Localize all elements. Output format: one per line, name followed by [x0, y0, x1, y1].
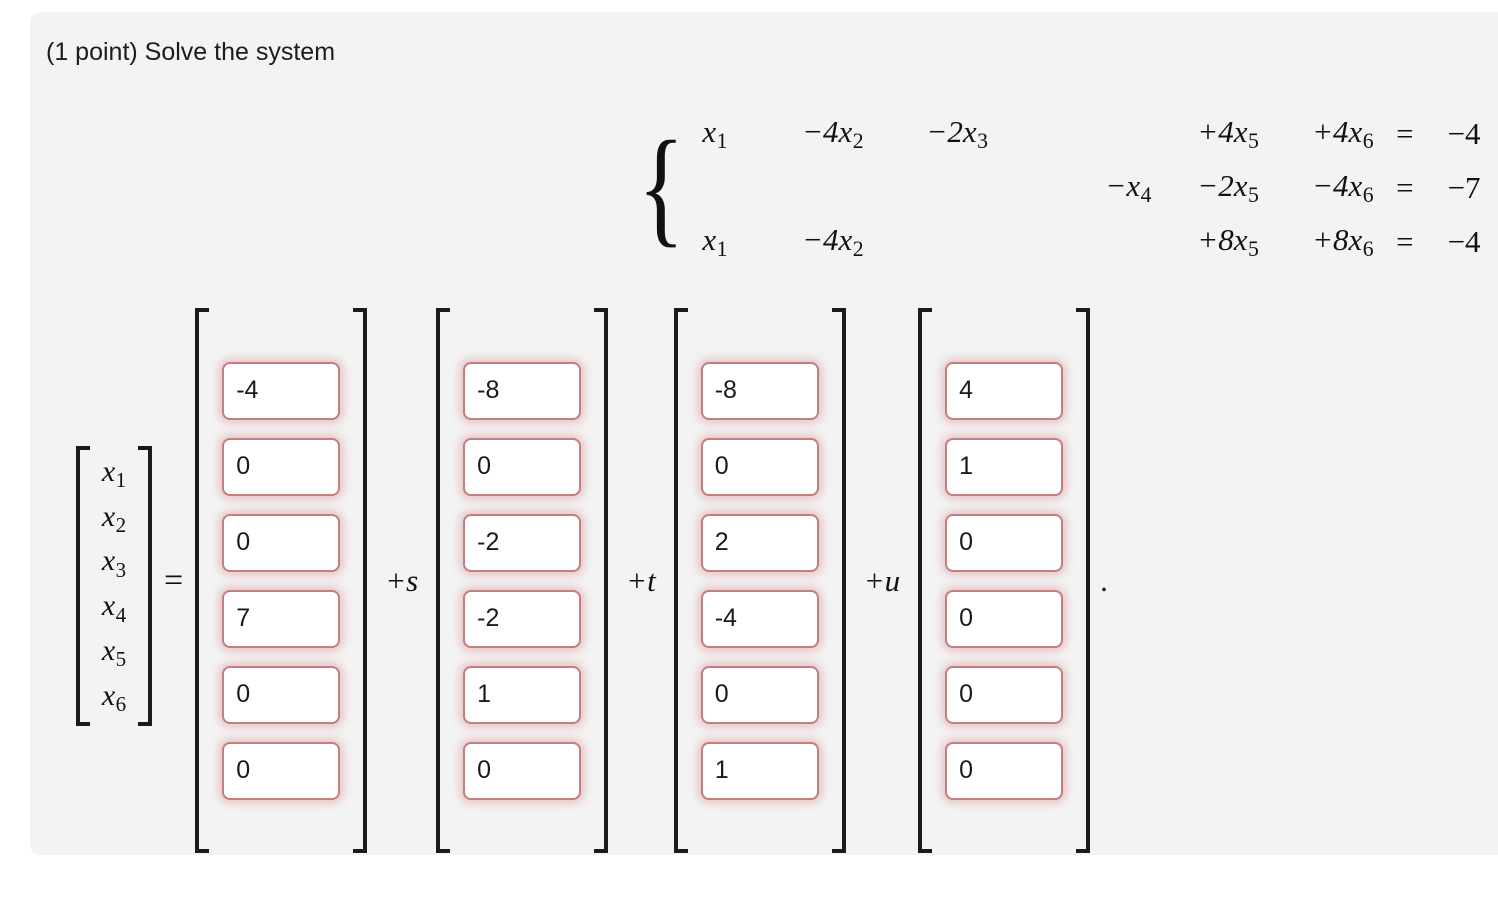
input-v2-r5[interactable]: 1: [463, 665, 582, 724]
equation-term-x5: +4x5: [1197, 113, 1259, 154]
answer-equals-sign: =: [164, 561, 184, 599]
equation-term-x5: +8x5: [1197, 221, 1259, 262]
input-v2-r3[interactable]: -2: [463, 513, 582, 572]
equation-row: x1 −4x2 +8x5 +8x6 = −4: [694, 215, 1498, 269]
variable-label-x4: x4: [101, 589, 127, 627]
input-v4-r4[interactable]: 0: [945, 589, 1064, 648]
input-v4-r2[interactable]: 1: [945, 437, 1064, 496]
equation-table: x1 −4x2 −2x3 +4x5 +4x6 = −4 −x4 −2x5 −4x…: [694, 107, 1498, 269]
system-brace: {: [637, 115, 685, 260]
equation-rhs: −4: [1447, 116, 1481, 151]
solution-vector-1: -4 0 0 7 0 0: [195, 308, 368, 853]
variable-vector: x1 x2 x3 x4 x5 x6: [76, 446, 152, 726]
input-v4-r3[interactable]: 0: [945, 513, 1064, 572]
variable-label-x5: x5: [101, 633, 127, 672]
input-v1-r4[interactable]: 7: [222, 589, 341, 648]
problem-prompt: (1 point) Solve the system: [46, 38, 336, 66]
equation-term-x4: [1043, 107, 1155, 161]
solution-vector-4: 4 1 0 0 0 0: [918, 308, 1091, 853]
equation-term-x4: [1043, 215, 1155, 269]
answer-expression: x1 x2 x3 x4 x5 x6 = -4 0 0 7 0 0: [76, 308, 1108, 853]
equation-term-x6: −4x6: [1312, 167, 1374, 208]
variable-label-x3: x3: [101, 544, 127, 582]
coefficient-u: +u: [863, 562, 901, 598]
trailing-period: .: [1100, 562, 1108, 598]
input-v2-r1[interactable]: -8: [463, 361, 582, 420]
input-v2-r2[interactable]: 0: [463, 437, 582, 496]
input-v3-r1[interactable]: -8: [700, 361, 819, 420]
equation-term-x1: x1: [702, 221, 728, 262]
input-v3-r3[interactable]: 2: [700, 513, 819, 572]
coefficient-s: +s: [385, 562, 419, 598]
equation-term-x2: −4x2: [802, 221, 864, 262]
input-v4-r5[interactable]: 0: [945, 665, 1064, 724]
input-v1-r5[interactable]: 0: [222, 665, 341, 724]
equation-equals-sign: =: [1396, 116, 1414, 151]
equation-rhs: −4: [1447, 224, 1481, 259]
input-v3-r4[interactable]: -4: [700, 589, 819, 648]
variable-label-x1: x1: [101, 455, 127, 493]
equation-equals-sign: =: [1396, 224, 1414, 259]
input-v3-r2[interactable]: 0: [700, 437, 819, 496]
equation-system: { x1 −4x2 −2x3 +4x5 +4x6 = −4 −x4: [630, 107, 1498, 269]
input-v1-r3[interactable]: 0: [222, 513, 341, 572]
input-v2-r6[interactable]: 0: [463, 741, 582, 800]
equation-term-x3: [908, 215, 1043, 269]
input-v3-r6[interactable]: 1: [700, 741, 819, 800]
equation-term-x6: +8x6: [1312, 221, 1374, 262]
input-v1-r6[interactable]: 0: [222, 741, 341, 800]
equation-term-x4: −x4: [1105, 167, 1152, 208]
equation-row: x1 −4x2 −2x3 +4x5 +4x6 = −4: [694, 107, 1498, 161]
variable-label-x6: x6: [101, 678, 127, 716]
equation-term-x3: [908, 161, 1043, 215]
input-v4-r6[interactable]: 0: [945, 741, 1064, 800]
input-v1-r1[interactable]: -4: [222, 361, 341, 420]
variable-label-x2: x2: [101, 499, 127, 538]
equation-term-x2: [780, 161, 908, 215]
input-v1-r2[interactable]: 0: [222, 437, 341, 496]
equation-term-x2: −4x2: [802, 113, 864, 154]
solution-vector-2: -8 0 -2 -2 1 0: [436, 308, 609, 853]
equation-row: −x4 −2x5 −4x6 = −7: [694, 161, 1498, 215]
equation-term-x1: [694, 161, 780, 215]
input-v3-r5[interactable]: 0: [700, 665, 819, 724]
equation-term-x1: x1: [702, 113, 728, 154]
equation-term-x6: +4x6: [1312, 113, 1374, 154]
equation-term-x3: −2x3: [926, 113, 988, 154]
solution-vector-3: -8 0 2 -4 0 1: [673, 308, 846, 853]
input-v4-r1[interactable]: 4: [945, 361, 1064, 420]
input-v2-r4[interactable]: -2: [463, 589, 582, 648]
problem-panel: (1 point) Solve the system { x1 −4x2 −2x…: [30, 12, 1498, 855]
equation-rhs: −7: [1447, 170, 1481, 205]
coefficient-t: +t: [626, 562, 656, 598]
equation-term-x5: −2x5: [1197, 167, 1259, 208]
equation-equals-sign: =: [1396, 170, 1414, 205]
